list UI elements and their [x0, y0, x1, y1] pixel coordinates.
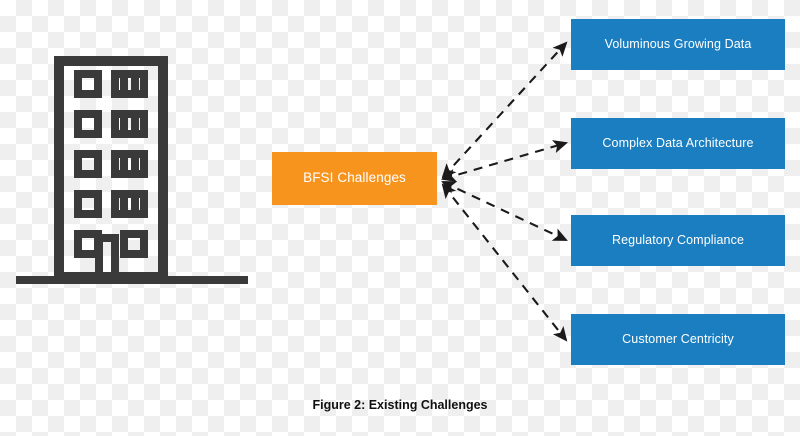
figure-caption: Figure 2: Existing Challenges — [312, 398, 488, 412]
node-bfsi-challenges[interactable]: BFSI Challenges — [272, 152, 437, 205]
connector-to-regulatory-compliance — [441, 181, 568, 241]
node-complex-data-architecture[interactable]: Complex Data Architecture — [571, 118, 785, 169]
connector-to-complex-data-architecture — [440, 140, 569, 182]
node-voluminous-growing-data-label: Voluminous Growing Data — [604, 37, 752, 51]
connector-to-customer-centricity — [441, 183, 568, 342]
node-regulatory-compliance[interactable]: Regulatory Compliance — [571, 215, 785, 266]
node-bfsi-challenges-label: BFSI Challenges — [303, 170, 406, 186]
node-customer-centricity-label: Customer Centricity — [622, 332, 734, 346]
node-regulatory-compliance-label: Regulatory Compliance — [611, 233, 745, 247]
node-voluminous-growing-data[interactable]: Voluminous Growing Data — [571, 19, 785, 70]
office-building-icon — [16, 56, 248, 295]
connector-to-voluminous-growing-data — [441, 41, 568, 179]
node-customer-centricity[interactable]: Customer Centricity — [571, 314, 785, 365]
node-complex-data-architecture-label: Complex Data Architecture — [602, 136, 754, 150]
